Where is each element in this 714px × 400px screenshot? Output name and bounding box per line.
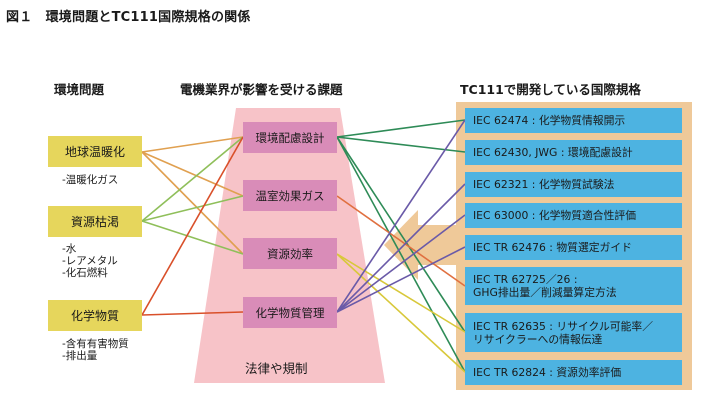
link-ecodesign-to-s8 xyxy=(336,136,466,373)
figure-title: 図１ 環境問題とTC111国際規格の関係 xyxy=(6,10,251,25)
standards-heading: TC111で開発している国際規格 xyxy=(460,82,641,97)
link-chemicals-to-ecodesign xyxy=(141,136,244,316)
standard-iec-63000: IEC 63000 : 化学物質適合性評価 xyxy=(465,203,682,228)
link-resource_efficiency-to-s8 xyxy=(336,253,466,373)
link-resource_depletion-to-ecodesign xyxy=(141,136,244,222)
industry-issues-heading: 電機業界が影響を受ける課題 xyxy=(180,82,343,97)
link-global_warming-to-resource_efficiency xyxy=(141,151,244,255)
issue-chemicals: 化学物質 xyxy=(48,300,142,331)
link-resource_efficiency-to-s7 xyxy=(336,253,466,333)
environmental-issues-heading: 環境問題 xyxy=(54,82,105,97)
link-chemicals-to-chem_mgmt xyxy=(141,311,244,316)
link-ghg-to-s6 xyxy=(336,195,466,287)
issue-global-warming: 地球温暖化 xyxy=(48,136,142,167)
link-resource_depletion-to-ghg xyxy=(141,195,244,222)
link-ecodesign-to-s1 xyxy=(336,119,466,138)
standard-iec-tr-62635: IEC TR 62635 : リサイクル可能率／ リサイクラーへの情報伝達 xyxy=(465,313,682,352)
standard-iec-62474: IEC 62474 : 化学物質情報開示 xyxy=(465,108,682,133)
link-resource_depletion-to-resource_efficiency xyxy=(141,220,244,255)
industry-resource-efficiency: 資源効率 xyxy=(243,238,337,269)
link-global_warming-to-ecodesign xyxy=(141,136,244,153)
link-chem_mgmt-to-s1 xyxy=(336,119,466,313)
standard-iec-tr-62725-26: IEC TR 62725／26 : GHG排出量／削減量算定方法 xyxy=(465,267,682,305)
issue-chemicals-details: -含有有害物質 -排出量 xyxy=(62,338,129,362)
link-global_warming-to-ghg xyxy=(141,151,244,197)
link-ecodesign-to-s2 xyxy=(336,136,466,153)
industry-chemical-management: 化学物質管理 xyxy=(243,297,337,328)
link-chem_mgmt-to-s3 xyxy=(336,183,466,313)
regulation-label: 法律や規制 xyxy=(245,361,308,376)
standard-iec-62321: IEC 62321 : 化学物質試験法 xyxy=(465,172,682,197)
issue-resource-depletion: 資源枯渇 xyxy=(48,206,142,237)
standard-iec-tr-62476: IEC TR 62476 : 物質選定ガイド xyxy=(465,235,682,260)
standard-iec-tr-62824: IEC TR 62824 : 資源効率評価 xyxy=(465,360,682,385)
link-chem_mgmt-to-s4 xyxy=(336,214,466,313)
link-ecodesign-to-s7 xyxy=(336,136,466,333)
issue-resource-depletion-details: -水 -レアメタル -化石燃料 xyxy=(62,243,118,279)
industry-ecodesign: 環境配慮設計 xyxy=(243,122,337,153)
connection-lines xyxy=(141,119,466,373)
link-chem_mgmt-to-s5 xyxy=(336,246,466,313)
standard-iec-62430: IEC 62430, JWG : 環境配慮設計 xyxy=(465,140,682,165)
industry-ghg: 温室効果ガス xyxy=(243,180,337,211)
issue-global-warming-details: -温暖化ガス xyxy=(62,174,119,186)
